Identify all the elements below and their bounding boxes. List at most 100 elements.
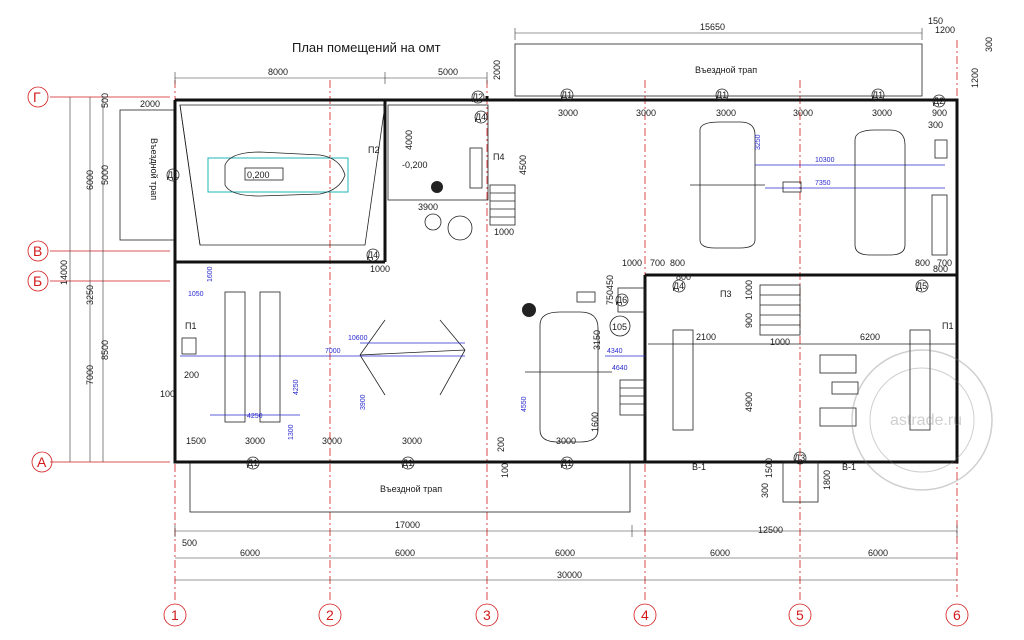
room-105-label: 105 — [612, 322, 627, 332]
center-lift: 10600 7000 3900 — [180, 319, 466, 410]
svg-text:4900: 4900 — [744, 392, 754, 412]
svg-text:8000: 8000 — [268, 67, 288, 77]
axis-number-markers: 1 2 3 4 5 6 — [163, 603, 969, 627]
ramp-bottom-label: Въездной трап — [380, 484, 442, 494]
ramp-bottom: Въездной трап — [189, 461, 631, 513]
svg-text:Д3: Д3 — [794, 453, 805, 463]
svg-text:4000: 4000 — [404, 130, 414, 150]
plan-title: План помещений на омт — [292, 40, 441, 55]
axis-letter-v: В — [33, 243, 42, 259]
svg-text:Д1: Д1 — [167, 170, 178, 180]
stairs-top: 1000 4500 — [489, 155, 528, 237]
svg-text:6000: 6000 — [395, 548, 415, 558]
svg-text:3900: 3900 — [418, 202, 438, 212]
svg-text:4500: 4500 — [518, 155, 528, 175]
svg-text:7000: 7000 — [325, 348, 341, 355]
outer-walls — [173, 96, 959, 464]
stairs-mid — [619, 379, 646, 416]
car-right — [854, 129, 948, 256]
svg-text:300: 300 — [928, 120, 943, 130]
svg-text:3000: 3000 — [322, 436, 342, 446]
axis-number-6: 6 — [953, 607, 961, 623]
svg-text:100: 100 — [500, 463, 510, 478]
svg-text:2000: 2000 — [492, 60, 502, 80]
svg-text:1600: 1600 — [207, 266, 214, 282]
car-lift-top-right: 10300 7350 3250 — [690, 121, 945, 249]
svg-text:4640: 4640 — [612, 365, 628, 372]
watermark-seal: astrade.ru — [851, 349, 993, 491]
svg-text:1300: 1300 — [288, 424, 295, 440]
svg-text:6000: 6000 — [85, 170, 95, 190]
svg-text:3000: 3000 — [245, 436, 265, 446]
svg-text:П3: П3 — [720, 289, 731, 299]
svg-text:1000: 1000 — [494, 227, 514, 237]
svg-text:150: 150 — [928, 16, 943, 26]
svg-text:3000: 3000 — [716, 108, 736, 118]
pit-level: 0,200 — [247, 170, 270, 180]
ramp-top-label: Въездной трап — [695, 65, 757, 75]
svg-text:4550: 4550 — [521, 396, 528, 412]
svg-text:Д2: Д2 — [472, 92, 483, 102]
svg-text:17000: 17000 — [395, 520, 420, 530]
svg-text:1800: 1800 — [822, 470, 832, 490]
svg-text:Д1: Д1 — [872, 90, 883, 100]
utility-room: -0,200 3900 4000 — [387, 104, 489, 241]
axis-number-4: 4 — [641, 607, 649, 623]
svg-text:2100: 2100 — [696, 332, 716, 342]
svg-text:4250: 4250 — [247, 413, 263, 420]
svg-text:800: 800 — [933, 264, 948, 274]
ramp-left-label: Въездной трап — [149, 138, 159, 200]
axis-number-2: 2 — [326, 607, 334, 623]
left-dimensions: 6000 5000 14000 3250 8500 7000 500 1600 … — [59, 97, 214, 548]
svg-text:6000: 6000 — [710, 548, 730, 558]
svg-text:3000: 3000 — [793, 108, 813, 118]
axis-number-3: 3 — [483, 607, 491, 623]
svg-text:1000: 1000 — [622, 258, 642, 268]
svg-text:1000: 1000 — [744, 280, 754, 300]
svg-text:6000: 6000 — [240, 548, 260, 558]
watermark-text: astrade.ru — [890, 412, 962, 429]
axis-number-5: 5 — [796, 607, 804, 623]
svg-text:2000: 2000 — [140, 99, 160, 109]
svg-text:П1: П1 — [185, 321, 196, 331]
svg-text:Д6: Д6 — [616, 295, 627, 305]
svg-text:1200: 1200 — [935, 25, 955, 35]
office: 6200 2100 4900 800 700 — [648, 258, 957, 431]
axis-letter-a: А — [37, 454, 47, 470]
axis-letter-g: Г — [33, 89, 41, 105]
svg-text:800: 800 — [676, 272, 691, 282]
svg-text:14000: 14000 — [59, 260, 69, 285]
svg-text:6000: 6000 — [868, 548, 888, 558]
svg-text:900: 900 — [932, 108, 947, 118]
svg-text:200: 200 — [184, 370, 199, 380]
svg-text:П2: П2 — [368, 145, 379, 155]
bottom-vestibule: В-1 В-1 1500 300 1800 — [692, 458, 856, 503]
svg-text:450: 450 — [605, 275, 615, 290]
svg-text:200: 200 — [496, 437, 506, 452]
svg-text:Д2: Д2 — [933, 96, 944, 106]
svg-text:3250: 3250 — [755, 134, 762, 150]
svg-text:3000: 3000 — [872, 108, 892, 118]
svg-text:4340: 4340 — [607, 348, 623, 355]
svg-text:3150: 3150 — [592, 330, 602, 350]
svg-text:800: 800 — [915, 258, 930, 268]
door-tags: Д1 Д1 Д1 Д1 Д1 Д1 Д1 Д2 Д2 Д3 Д4 Д4 Д4 Д… — [166, 88, 946, 470]
svg-text:300: 300 — [760, 483, 770, 498]
svg-text:15650: 15650 — [700, 22, 725, 32]
svg-text:5000: 5000 — [100, 165, 110, 185]
car-lift-bottom: 4340 4640 4550 1600 3150 — [521, 291, 645, 443]
svg-text:1500: 1500 — [764, 458, 774, 478]
svg-text:10600: 10600 — [348, 335, 368, 342]
axis-grid — [50, 40, 958, 600]
svg-text:900: 900 — [744, 313, 754, 328]
svg-text:1000: 1000 — [770, 337, 790, 347]
svg-text:3000: 3000 — [556, 436, 576, 446]
svg-text:Д5: Д5 — [916, 281, 927, 291]
svg-text:1200: 1200 — [970, 68, 980, 88]
svg-text:1500: 1500 — [186, 436, 206, 446]
svg-text:П4: П4 — [493, 152, 504, 162]
svg-text:7350: 7350 — [815, 180, 831, 187]
svg-text:6000: 6000 — [555, 548, 575, 558]
svg-text:500: 500 — [182, 538, 197, 548]
ramp-top: Въездной трап — [514, 43, 923, 97]
